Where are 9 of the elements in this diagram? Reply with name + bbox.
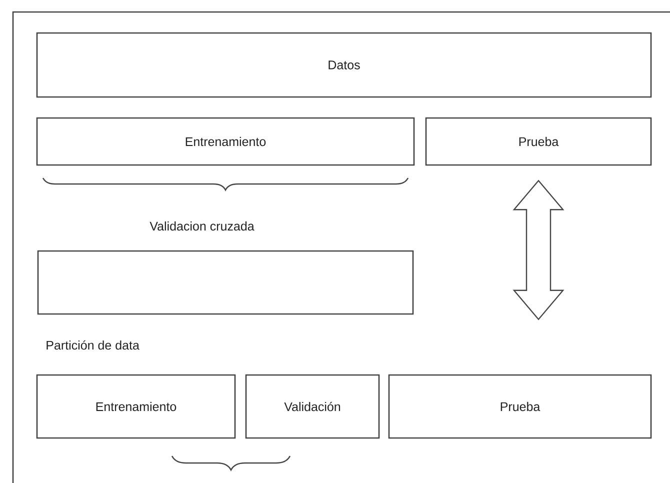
box: Datos — [36, 32, 652, 98]
box: Prueba — [388, 374, 652, 439]
box: Entrenamiento — [36, 374, 236, 439]
text-label: Validacion cruzada — [150, 221, 254, 231]
box: Prueba — [425, 117, 652, 166]
empty-box — [37, 250, 414, 315]
box: Validación — [245, 374, 380, 439]
text-label: Partición de data — [46, 340, 140, 350]
box: Entrenamiento — [36, 117, 415, 166]
